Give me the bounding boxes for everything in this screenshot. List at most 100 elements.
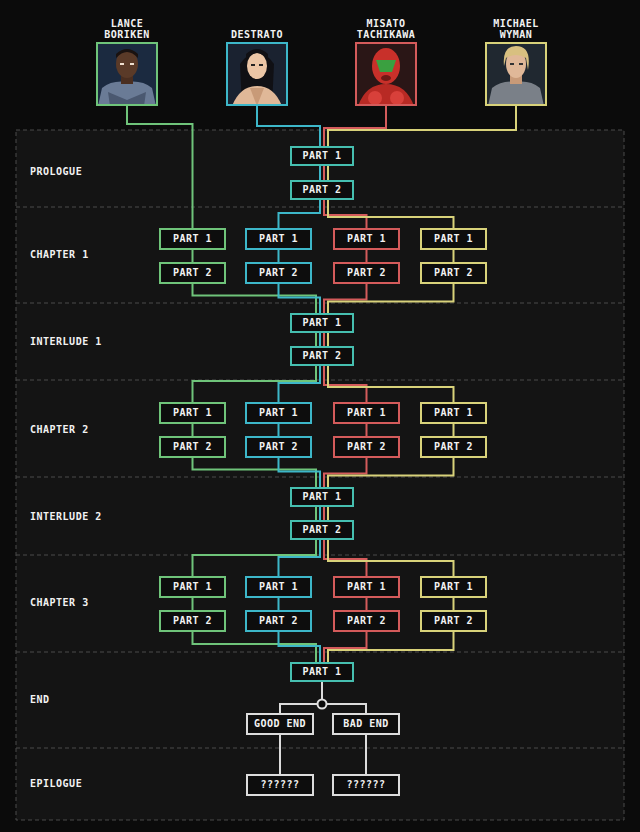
part-label: PART 2 [434,615,473,627]
connector-strand [453,424,455,436]
part-label: PART 1 [302,666,341,678]
part-label: PART 2 [347,615,386,627]
part-box: PART 1 [290,487,354,507]
part-box: PART 2 [290,520,354,540]
story-connector [324,458,367,487]
connector-strand [327,507,329,520]
part-box: PART 1 [420,228,487,250]
connector-strand [453,598,455,610]
connector-strand [279,540,321,576]
connector-strand [365,735,367,774]
story-connector [366,735,367,774]
story-connector [324,632,367,662]
part-box: PART 1 [333,402,400,424]
connector-strand [192,250,194,262]
part-label: ?????? [346,779,385,791]
section-label: CHAPTER 1 [30,249,89,261]
story-connector [328,366,454,402]
part-label: PART 2 [259,267,298,279]
section-label: CHAPTER 2 [30,424,89,436]
connector-strand [324,540,367,576]
story-connector [278,250,279,262]
connector-strand [279,366,321,402]
section-label: INTERLUDE 1 [30,336,102,348]
part-box: PART 1 [333,576,400,598]
part-box: PART 2 [159,436,226,458]
story-connector [324,540,367,576]
story-connector [328,200,454,228]
part-box: PART 2 [245,436,312,458]
part-box: PART 1 [420,576,487,598]
part-label: PART 2 [434,441,473,453]
part-box: BAD END [332,713,400,735]
part-label: PART 1 [302,317,341,329]
part-box: ?????? [246,774,314,796]
story-connector [279,540,321,576]
story-connector [453,598,454,610]
part-box: PART 1 [290,313,354,333]
part-label: PART 2 [173,441,212,453]
part-label: BAD END [343,718,389,730]
part-label: PART 1 [347,581,386,593]
connector-strand [453,250,455,262]
story-connector [328,106,516,146]
part-label: PART 2 [259,615,298,627]
connector-strand [279,735,281,774]
part-box: PART 2 [245,610,312,632]
connector-strand [127,106,193,228]
connector-strand [279,458,321,487]
part-box: PART 1 [245,228,312,250]
connector-strand [327,333,329,346]
connector-strand [315,333,317,346]
part-label: PART 1 [347,407,386,419]
part-label: PART 2 [347,441,386,453]
part-label: PART 1 [173,581,212,593]
connector-strand [328,540,454,576]
story-connector [192,424,193,436]
section-label: CHAPTER 3 [30,597,89,609]
part-box: PART 1 [290,146,354,166]
story-connector [324,200,367,228]
part-box: PART 2 [245,262,312,284]
part-label: PART 1 [347,233,386,245]
connector-strand [279,632,321,662]
story-connector [366,598,367,610]
connector-strand [319,507,321,520]
part-box: PART 1 [333,228,400,250]
section-label: INTERLUDE 2 [30,511,102,523]
connector-strand [192,424,194,436]
part-label: PART 2 [347,267,386,279]
story-connector [453,250,454,262]
character-name: LANCE BORIKEN [94,18,160,40]
part-box: PART 2 [159,610,226,632]
connector-strand [366,424,368,436]
part-box: PART 1 [245,402,312,424]
connector-strand [315,507,317,520]
portrait-michael [485,42,547,106]
part-box: PART 2 [159,262,226,284]
story-connector [280,682,322,713]
story-connector [316,333,328,346]
connector-strand [328,284,454,313]
portrait-frame: MISATO TACHIKAWA [355,42,417,106]
connector-strand [324,284,367,313]
connector-strand [278,598,280,610]
connector-strand [324,200,367,228]
connector-strand [319,166,321,180]
part-label: PART 1 [173,233,212,245]
connector-strand [327,166,329,180]
connector-strand [328,366,454,402]
connector-strand [257,106,320,146]
connector-strand [366,598,368,610]
connector-strand [280,682,322,713]
portrait-frame: MICHAEL WYMAN [485,42,547,106]
connector-strand [328,458,454,487]
part-box: PART 1 [159,576,226,598]
story-connector [280,735,281,774]
connector-strand [366,250,368,262]
part-label: PART 2 [302,524,341,536]
connector-strand [324,458,367,487]
part-label: PART 1 [259,407,298,419]
story-connector [278,424,279,436]
row-separators [16,207,624,748]
